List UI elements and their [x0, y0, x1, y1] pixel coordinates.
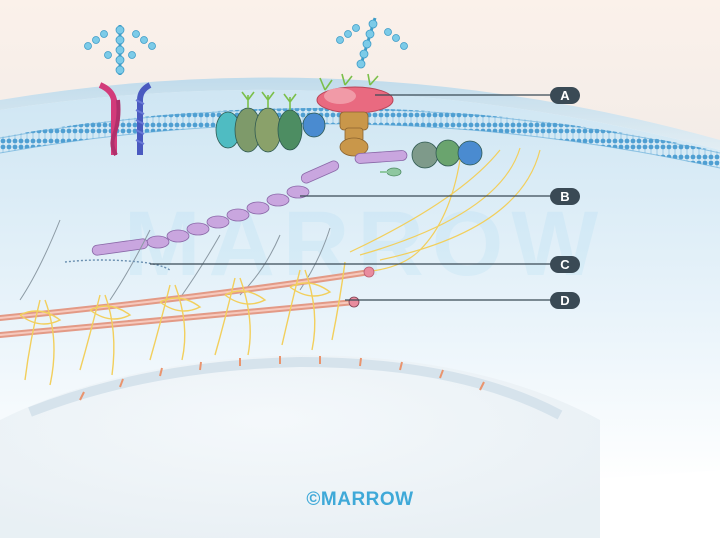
transmembrane-protein-cluster	[215, 107, 326, 153]
callout-c-label: C	[560, 257, 570, 272]
extracellular-space	[0, 0, 720, 150]
receptor-a	[316, 86, 394, 114]
callout-a-label: A	[560, 88, 570, 103]
leader-lines	[150, 94, 552, 301]
transmembrane-stalk	[339, 111, 369, 157]
filament-b	[91, 150, 408, 256]
filament-d	[0, 266, 375, 338]
connecting-fibrils	[349, 147, 541, 273]
nucleus	[0, 355, 600, 538]
callout-b-label: B	[560, 189, 569, 204]
nuclear-envelope	[28, 356, 563, 420]
fibril-wraps	[19, 261, 346, 386]
copyright-notice: ©MARROW	[306, 489, 414, 510]
integrin-receptor	[98, 82, 152, 157]
callout-c: C	[550, 256, 580, 273]
callout-d: D	[550, 292, 580, 309]
right-membrane-protein	[411, 139, 483, 169]
gray-strands	[19, 219, 331, 301]
callout-a: A	[550, 87, 580, 104]
callout-d-label: D	[560, 293, 569, 308]
callout-b: B	[550, 188, 580, 205]
fibril-c	[64, 259, 171, 271]
top-ligand	[336, 17, 408, 69]
glycan-chains	[241, 91, 297, 110]
linker-protein	[380, 167, 402, 177]
top-glycan-chains	[319, 73, 379, 91]
nuclear-pores	[79, 356, 485, 401]
watermark: MARROW	[124, 193, 606, 295]
left-ligand	[84, 25, 156, 75]
